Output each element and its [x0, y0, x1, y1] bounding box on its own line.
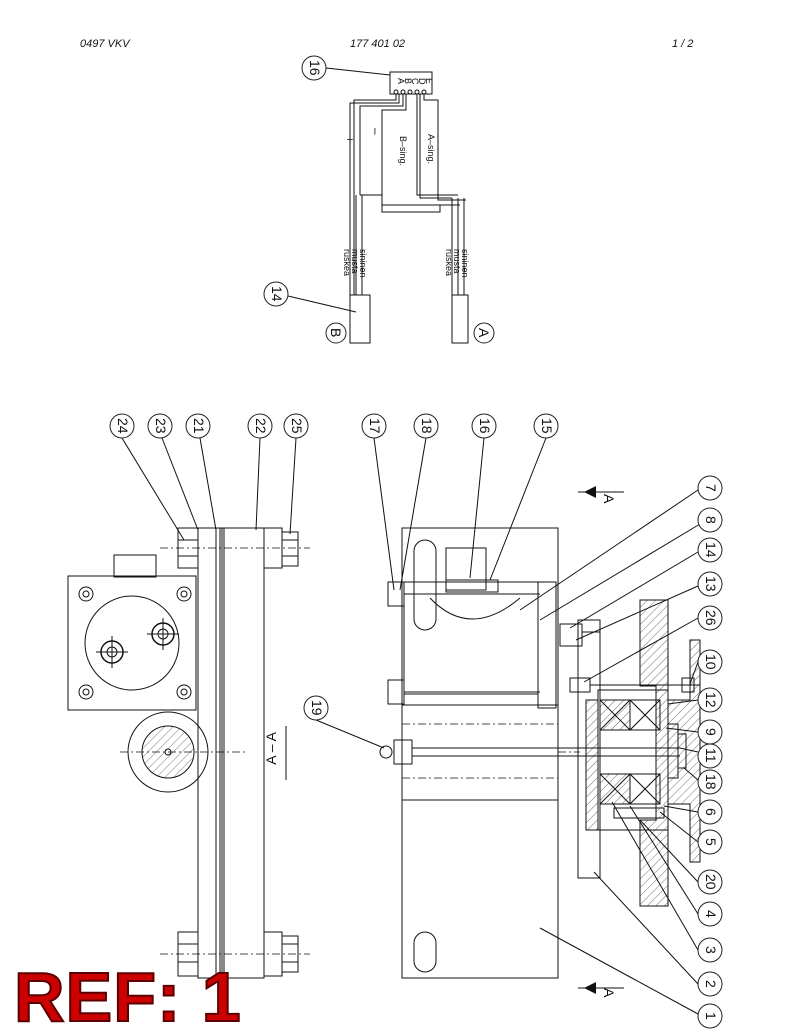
- callout-10: 10: [697, 649, 723, 675]
- svg-text:13: 13: [703, 576, 719, 592]
- svg-text:4: 4: [703, 910, 719, 918]
- svg-text:5: 5: [703, 838, 719, 846]
- svg-text:19: 19: [309, 700, 325, 716]
- svg-text:14: 14: [269, 286, 285, 302]
- svg-text:ruskea: ruskea: [342, 249, 352, 276]
- svg-text:21: 21: [191, 418, 207, 434]
- callout-5: 5: [697, 829, 723, 855]
- svg-text:ruskea: ruskea: [444, 249, 454, 276]
- callout-24: 24: [109, 413, 135, 439]
- b-signal-label: B–sing.: [398, 136, 408, 166]
- svg-text:musta: musta: [350, 249, 360, 274]
- callout-14: 14: [697, 537, 723, 563]
- callout-8: 8: [697, 507, 723, 533]
- svg-text:12: 12: [703, 692, 719, 708]
- end-b-marker: [325, 322, 347, 344]
- svg-text:16: 16: [307, 60, 323, 76]
- svg-text:A: A: [396, 78, 406, 84]
- callout-18b: 18: [697, 769, 723, 795]
- svg-text:18: 18: [703, 774, 719, 790]
- callout-12: 12: [697, 687, 723, 713]
- drawing-code: 0497 VKV: [80, 38, 130, 50]
- reference-label: REF: 1: [13, 958, 242, 1036]
- callout-18: 18: [413, 413, 439, 439]
- svg-text:20: 20: [703, 874, 719, 890]
- page-number: 1 / 2: [672, 38, 694, 50]
- svg-text:2: 2: [703, 980, 719, 988]
- callout-16-wiring: 16: [301, 55, 327, 81]
- cable-b-end: [349, 294, 371, 344]
- callout-25: 25: [283, 413, 309, 439]
- section-arrow-top-label: A: [601, 494, 617, 504]
- svg-text:16: 16: [477, 418, 493, 434]
- svg-text:1: 1: [703, 1012, 719, 1020]
- end-a-marker: [473, 322, 495, 344]
- callout-16: 16: [471, 413, 497, 439]
- svg-text:17: 17: [367, 418, 383, 434]
- section-arrow-bottom-label: A: [601, 988, 617, 998]
- callout-20: 20: [697, 869, 723, 895]
- callout-4: 4: [697, 901, 723, 927]
- leaders: [121, 437, 701, 1015]
- drawing-number: 177 401 02: [350, 38, 406, 50]
- callout-21: 21: [185, 413, 211, 439]
- svg-text:25: 25: [289, 418, 305, 434]
- callout-13: 13: [697, 571, 723, 597]
- callout-6: 6: [697, 799, 723, 825]
- callout-bubbles: 24 23 21 22 25 17 18 16 15 19 7 8 14 13 …: [109, 55, 723, 1029]
- callout-19: 19: [303, 695, 329, 721]
- callout-2: 2: [697, 971, 723, 997]
- svg-text:18: 18: [419, 418, 435, 434]
- callout-3: 3: [697, 937, 723, 963]
- svg-text:23: 23: [153, 418, 169, 434]
- callout-26: 26: [697, 605, 723, 631]
- svg-text:6: 6: [703, 808, 719, 816]
- svg-text:22: 22: [253, 418, 269, 434]
- svg-text:9: 9: [703, 728, 719, 736]
- wire-plus-label: +: [343, 136, 357, 143]
- svg-text:A: A: [476, 328, 492, 338]
- svg-text:7: 7: [703, 484, 719, 492]
- svg-text:8: 8: [703, 516, 719, 524]
- svg-text:11: 11: [703, 748, 719, 763]
- wiring-diagram: A B C D E + – B–sing. A–sing. ruskea mus…: [287, 67, 495, 344]
- svg-text:C: C: [410, 78, 420, 85]
- main-view: A A: [379, 486, 701, 998]
- wire-minus-label: –: [369, 128, 383, 135]
- svg-text:14: 14: [703, 542, 719, 558]
- callout-23: 23: [147, 413, 173, 439]
- svg-text:24: 24: [115, 418, 131, 434]
- svg-text:E: E: [424, 78, 434, 84]
- callout-15: 15: [533, 413, 559, 439]
- svg-text:B: B: [403, 78, 413, 84]
- callout-1: 1: [697, 1003, 723, 1029]
- cable-a-end: [451, 294, 469, 344]
- callout-14-wiring: 14: [263, 281, 289, 307]
- svg-text:10: 10: [703, 654, 719, 670]
- callout-11: 11: [697, 743, 723, 769]
- callout-17: 17: [361, 413, 387, 439]
- callout-22: 22: [247, 413, 273, 439]
- svg-text:sininen: sininen: [460, 249, 470, 278]
- section-view: A – A: [67, 527, 310, 979]
- connector-pin-labels: A B C D E: [396, 78, 434, 85]
- section-label: A – A: [263, 731, 279, 764]
- svg-text:26: 26: [703, 610, 719, 626]
- svg-text:3: 3: [703, 946, 719, 954]
- callout-7: 7: [697, 475, 723, 501]
- svg-text:B: B: [328, 328, 344, 337]
- svg-text:D: D: [417, 78, 427, 85]
- svg-text:sininen: sininen: [358, 249, 368, 278]
- svg-text:musta: musta: [452, 249, 462, 274]
- svg-text:15: 15: [539, 418, 555, 434]
- callout-9: 9: [697, 719, 723, 745]
- a-signal-label: A–sing.: [426, 134, 436, 164]
